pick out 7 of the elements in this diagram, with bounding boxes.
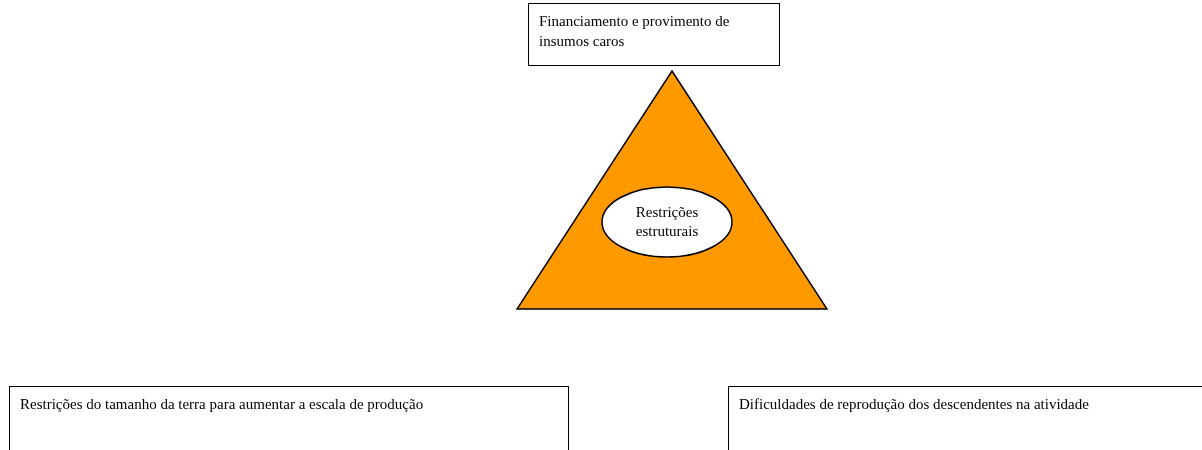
box-text: Dificuldades de reprodução dos descendentes na atividade [739, 395, 1090, 414]
text-box [9, 386, 569, 450]
box-text: Financiamento e provimento de insumos caros [539, 12, 731, 51]
box-text: Restrições do tamanho da terra para aumentar a escala de produção [20, 395, 425, 414]
ellipse-label: Restrições estruturais [634, 202, 700, 241]
text-box [528, 3, 780, 66]
text-box [728, 386, 1202, 450]
